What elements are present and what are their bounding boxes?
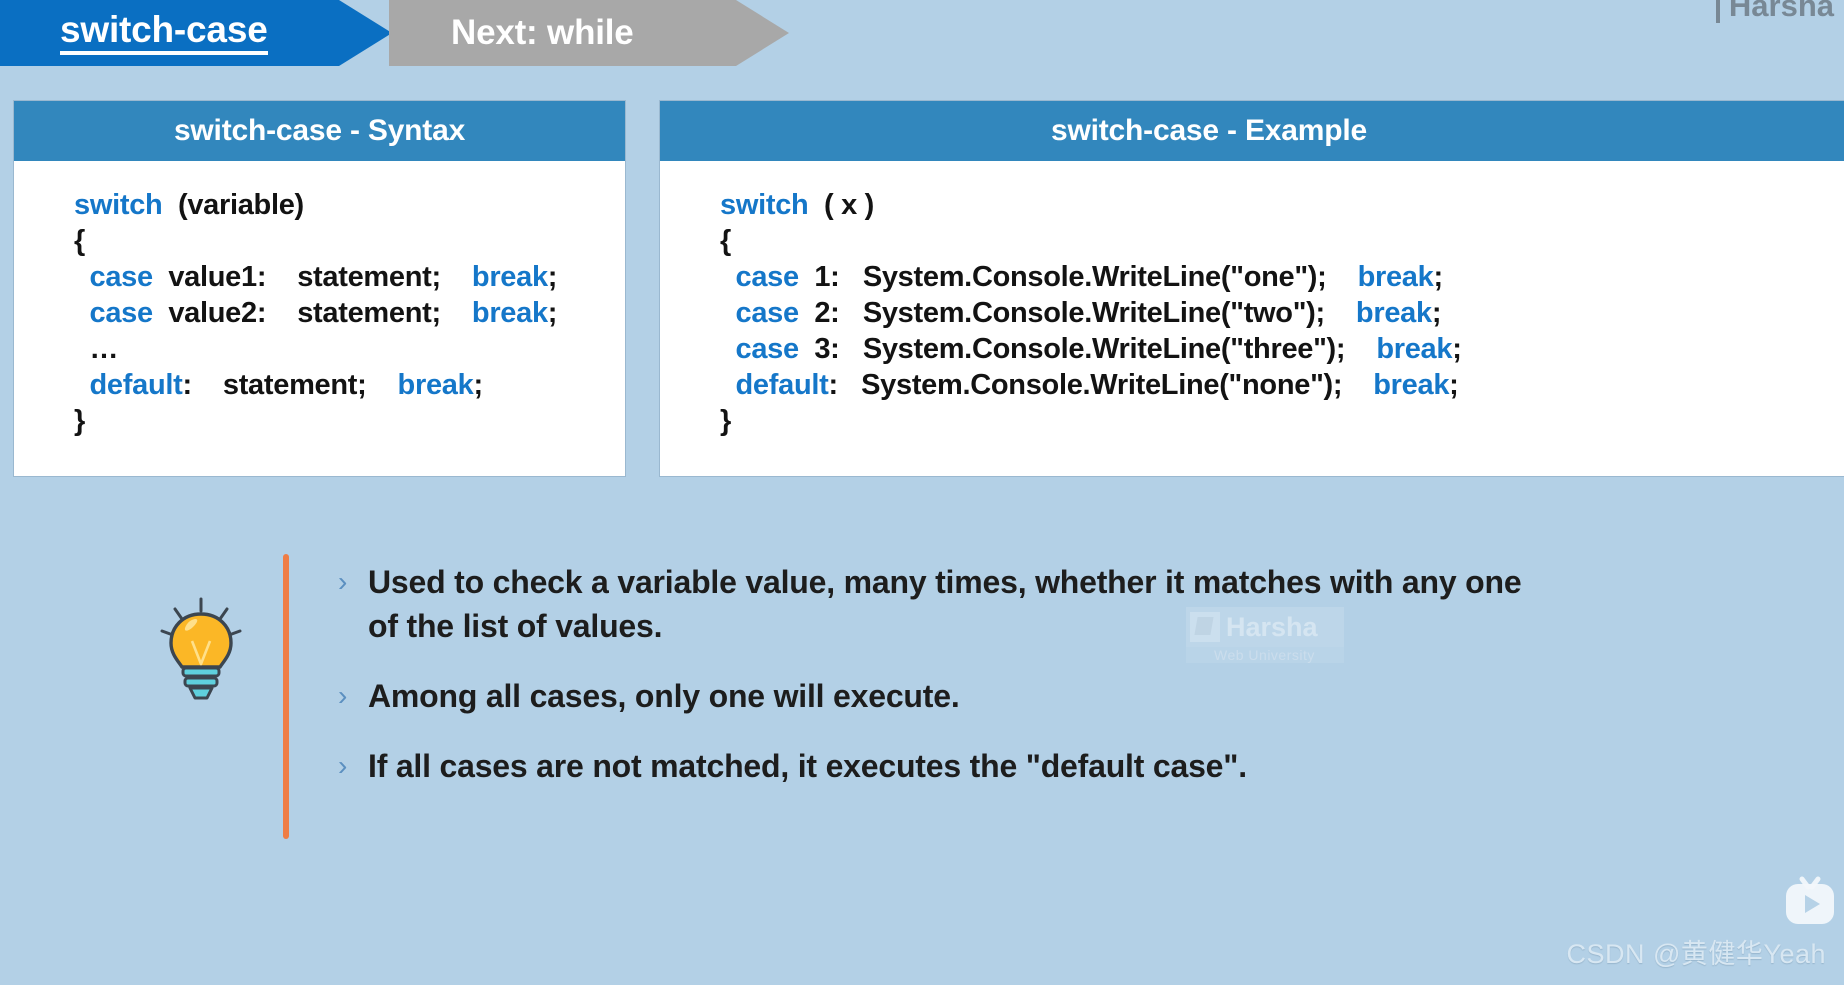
note-bullet-chevron-icon: › [338,566,348,597]
code-line: … [74,331,625,367]
code-keyword: break [1373,369,1450,401]
code-line: { [720,223,1844,259]
brand-divider-icon [1715,0,1720,23]
code-keyword: break [471,261,548,293]
code-keyword: switch [74,189,163,221]
code-keyword: default [89,369,183,401]
panel-example-title: switch-case - Example [660,101,1844,161]
top-brand-label: Harsha [1728,0,1834,23]
code-text: ; [1433,261,1443,293]
code-keyword: case [89,261,154,293]
code-keyword: case [735,333,800,365]
panel-syntax-title: switch-case - Syntax [14,101,625,161]
code-keyword: case [735,261,800,293]
code-text: value2: statement; [152,297,472,329]
code-line: switch (variable) [74,187,625,223]
note-item: › If all cases are not matched, it execut… [338,744,1558,788]
code-text: 1: System.Console.WriteLine("one"); [798,261,1358,293]
code-keyword: break [471,297,548,329]
code-text: ; [473,369,483,401]
code-text: (variable) [162,189,304,221]
code-text [74,297,90,329]
code-text: value1: statement; [152,261,472,293]
code-text: ; [547,297,558,329]
code-text: : System.Console.WriteLine("none"); [828,369,1374,401]
code-text: } [720,405,731,437]
panel-syntax: switch-case - Syntax switch (variable){ … [13,100,626,477]
code-text: ; [547,261,558,293]
code-keyword: case [89,297,154,329]
code-line: case 1: System.Console.WriteLine("one");… [720,259,1844,295]
code-text: { [720,225,731,257]
notes-list: › Used to check a variable value, many ti… [338,560,1558,814]
chevron-navigation-bar: switch-case Next: while [0,0,1844,66]
panel-syntax-code: switch (variable){ case value1: statemen… [14,161,625,459]
code-line: case value1: statement; break; [74,259,625,295]
code-text: ; [1452,333,1462,365]
note-text: If all cases are not matched, it execute… [368,748,1247,784]
chevron-next-label: Next: while [451,13,634,52]
notes-accent-rule [283,554,289,839]
note-bullet-chevron-icon: › [338,680,348,711]
code-line: case 3: System.Console.WriteLine("three"… [720,331,1844,367]
chevron-current-label: switch-case [60,10,268,56]
video-player-icon [1786,876,1834,924]
code-line: switch ( x ) [720,187,1844,223]
chevron-step-current[interactable]: switch-case [0,0,392,66]
top-right-brand: Harsha [1715,0,1834,24]
code-text: ; [1449,369,1459,401]
code-text: { [74,225,85,257]
note-text: Used to check a variable value, many tim… [368,564,1522,644]
code-text: ( x ) [808,189,875,221]
code-text: : statement; [182,369,398,401]
code-keyword: case [735,297,800,329]
code-text: 3: System.Console.WriteLine("three"); [798,333,1377,365]
code-text: } [74,405,85,437]
code-text: 2: System.Console.WriteLine("two"); [798,297,1356,329]
code-text: … [74,333,119,365]
code-text [74,261,90,293]
note-bullet-chevron-icon: › [338,750,348,781]
code-keyword: break [1355,297,1432,329]
code-line: { [74,223,625,259]
note-text: Among all cases, only one will execute. [368,678,960,714]
code-text: ; [1431,297,1442,329]
code-line: } [74,403,625,439]
note-item: › Used to check a variable value, many ti… [338,560,1558,648]
code-keyword: default [735,369,829,401]
note-item: › Among all cases, only one will execute. [338,674,1558,718]
lightbulb-icon [160,597,242,700]
code-line: } [720,403,1844,439]
panel-example: switch-case - Example switch ( x ){ case… [659,100,1844,477]
code-line: default: System.Console.WriteLine("none"… [720,367,1844,403]
csdn-watermark: CSDN @黄健华Yeah [1566,939,1826,969]
code-line: default: statement; break; [74,367,625,403]
code-line: case 2: System.Console.WriteLine("two");… [720,295,1844,331]
code-text [74,369,90,401]
code-text [720,261,736,293]
code-keyword: break [1357,261,1434,293]
code-keyword: break [1376,333,1453,365]
chevron-step-next[interactable]: Next: while [389,0,789,66]
code-keyword: break [397,369,474,401]
code-text [720,297,736,329]
panel-example-code: switch ( x ){ case 1: System.Console.Wri… [660,161,1844,459]
code-keyword: switch [720,189,809,221]
code-text [720,369,736,401]
code-line: case value2: statement; break; [74,295,625,331]
code-text [720,333,736,365]
